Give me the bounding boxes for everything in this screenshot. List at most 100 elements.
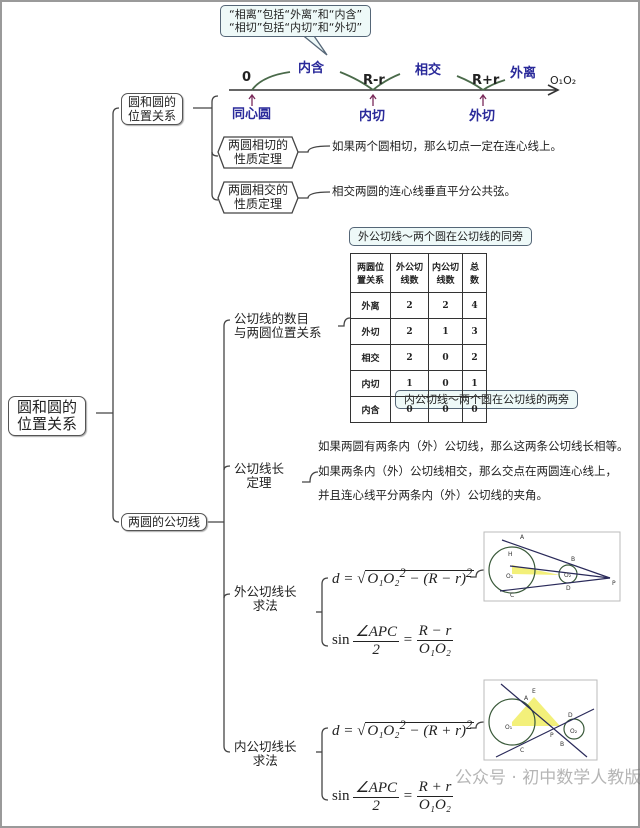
length-theorem-node[interactable]: 公切线长 定理 bbox=[234, 462, 284, 490]
frac-num: ∠APC bbox=[353, 780, 400, 798]
frac-den: 2 bbox=[372, 798, 380, 814]
branch1-brace bbox=[211, 95, 219, 201]
table-cell: 0 bbox=[428, 344, 463, 371]
length-theorem-line: 并且连心线平分两条内（外）公切线的夹角。 bbox=[318, 488, 548, 502]
watermark: 公众号 · 初中数学人教版 bbox=[455, 768, 640, 788]
table-cell: 内含 bbox=[350, 396, 391, 423]
hex-tangent bbox=[217, 136, 299, 169]
svg-text:D: D bbox=[566, 585, 571, 592]
exponent: 2 bbox=[465, 718, 473, 732]
root-node[interactable]: 圆和圆的 位置关系 bbox=[8, 396, 87, 436]
frac-den: 2 bbox=[372, 642, 380, 658]
tangent-theorem-text: 如果两个圆相切，那么切点一定在连心线上。 bbox=[332, 139, 562, 153]
length-theorem-label1: 公切线长 bbox=[234, 461, 285, 476]
table-cell: 1 bbox=[462, 370, 487, 397]
frac-num: ∠APC bbox=[353, 624, 400, 642]
internal-length-node[interactable]: 内公切线长 求法 bbox=[234, 740, 297, 768]
point-external-tangent: 外切 bbox=[469, 109, 496, 124]
exponent: 2 bbox=[399, 718, 406, 732]
region-intersect: 相交 bbox=[415, 63, 442, 78]
table-header-row: 两圆位置关系 外公切线数 内公切线数 总数 bbox=[350, 253, 487, 293]
arrow-up-icon bbox=[248, 93, 256, 106]
header-cell: 线数 bbox=[400, 276, 419, 286]
radicand-a: O₁O₂ bbox=[367, 571, 400, 587]
callout-line2: “相切”包括“内切”和“外切” bbox=[229, 21, 363, 34]
svg-text:O₂: O₂ bbox=[564, 572, 572, 579]
svg-text:A: A bbox=[520, 534, 525, 541]
length-theorem-line: 如果两条内（外）公切线相交，那么交点在两圆连心线上， bbox=[318, 464, 617, 478]
svg-text:D: D bbox=[568, 712, 573, 719]
callout-tail bbox=[299, 32, 328, 56]
radicand-b: − (R − r) bbox=[409, 571, 466, 587]
count-label1: 公切线的数目 bbox=[234, 311, 310, 326]
table-cell: 3 bbox=[462, 318, 487, 345]
svg-text:B: B bbox=[571, 556, 575, 563]
equals: = bbox=[402, 631, 413, 648]
external-d-formula: d = √O₁O₂2 − (R − r)2 bbox=[332, 566, 475, 587]
equals: = bbox=[402, 787, 413, 804]
table-cell: 0 bbox=[462, 396, 487, 423]
number-line bbox=[229, 32, 560, 106]
external-callout: 外公切线～两个圆在公切线的同旁 bbox=[349, 227, 532, 246]
svg-text:P: P bbox=[612, 580, 616, 587]
table-cell: 2 bbox=[428, 292, 463, 319]
branch-tangents-label: 两圆的公切线 bbox=[128, 515, 201, 529]
root-label-line1: 圆和圆的 bbox=[17, 398, 78, 416]
internal-label2: 求法 bbox=[252, 753, 278, 768]
header-cell: 外公切 bbox=[395, 263, 423, 273]
header-cell: 两圆位 bbox=[356, 263, 384, 273]
table-cell: 内切 bbox=[350, 370, 391, 397]
branch-position-label-line1: 圆和圆的 bbox=[128, 95, 177, 109]
axis-arrow-icon bbox=[547, 84, 560, 96]
arrow-up-icon bbox=[479, 93, 487, 106]
header-cell: 线数 bbox=[436, 276, 455, 286]
intersect-theorem-node[interactable]: 两圆相交的 性质定理 bbox=[220, 182, 296, 212]
table-cell: 4 bbox=[462, 292, 487, 319]
table-cell: 2 bbox=[390, 344, 429, 371]
external-label1: 外公切线长 bbox=[234, 584, 297, 599]
table-cell: 0 bbox=[428, 396, 463, 423]
svg-text:B: B bbox=[560, 741, 564, 748]
tangent-theorem-node[interactable]: 两圆相切的 性质定理 bbox=[220, 137, 296, 167]
table-cell: 0 bbox=[390, 396, 429, 423]
svg-text:A: A bbox=[524, 695, 529, 702]
header-cell: 总 bbox=[469, 263, 479, 273]
tick-r-plus: R+r bbox=[472, 73, 500, 88]
svg-text:C: C bbox=[520, 747, 524, 754]
point-internal-tangent: 内切 bbox=[359, 109, 386, 124]
svg-text:P: P bbox=[550, 732, 554, 739]
header-cell: 置关系 bbox=[356, 276, 384, 286]
axis-label: O₁O₂ bbox=[550, 74, 577, 87]
frac-den: O₁O₂ bbox=[418, 641, 452, 657]
region-contain: 内含 bbox=[298, 61, 325, 76]
tangent-theorem-label2: 性质定理 bbox=[233, 152, 282, 166]
formula-lhs: d = bbox=[332, 723, 354, 739]
header-cell: 内公切 bbox=[431, 263, 459, 273]
tick-zero: 0 bbox=[242, 70, 252, 85]
branch-position-node[interactable]: 圆和圆的 位置关系 bbox=[121, 93, 184, 125]
radicand-a: O₁O₂ bbox=[367, 723, 400, 739]
table-cell: 外切 bbox=[350, 318, 391, 345]
external-length-node[interactable]: 外公切线长 求法 bbox=[234, 585, 297, 613]
arrow-up-icon bbox=[369, 93, 377, 106]
svg-text:E: E bbox=[532, 688, 536, 695]
exponent: 2 bbox=[399, 566, 406, 580]
hex-intersect bbox=[217, 181, 299, 214]
count-node[interactable]: 公切线的数目 与两圆位置关系 bbox=[234, 312, 322, 340]
branch-tangents-node[interactable]: 两圆的公切线 bbox=[121, 513, 208, 531]
table-cell: 2 bbox=[462, 344, 487, 371]
frac-num: R − r bbox=[416, 623, 454, 641]
callout-line1: “相离”包括“外离”和“内含” bbox=[229, 8, 363, 21]
header-cell: 数 bbox=[469, 276, 479, 286]
internal-d-formula: d = √O₁O₂2 − (R + r)2 bbox=[332, 718, 475, 739]
table-cell: 2 bbox=[390, 292, 429, 319]
formula-lhs: d = bbox=[332, 571, 354, 587]
